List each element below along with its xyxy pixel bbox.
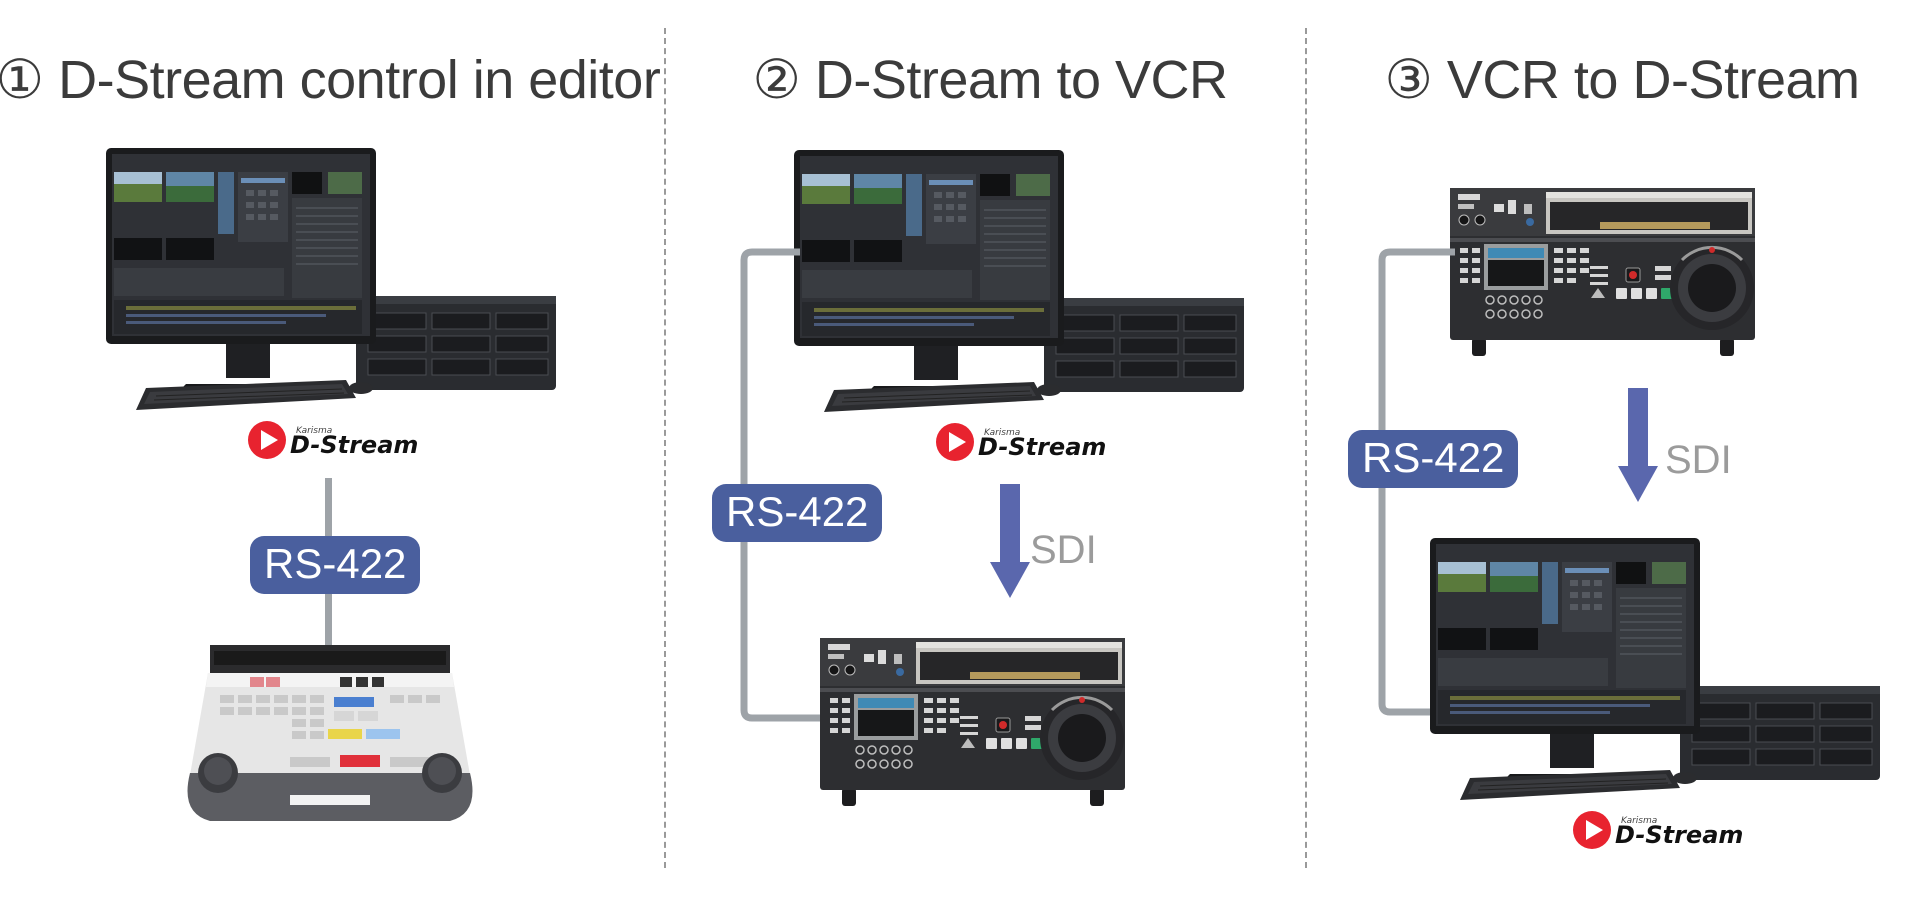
panel-3-title: ③ VCR to D-Stream [1384,50,1861,110]
rs422-badge-1: RS-422 [250,536,421,594]
dstream-logo-1: Karisma D-Stream [248,421,418,459]
editor-workstation-2 [793,149,1245,413]
svg-text:D-Stream: D-Stream [1615,821,1743,849]
svg-text:Karisma: Karisma [984,428,1020,438]
svg-text:D-Stream: D-Stream [978,433,1106,461]
editor-workstation-3 [1429,537,1881,801]
panel-2-title: ② D-Stream to VCR [752,50,1229,110]
sdi-arrow-3-head [1618,466,1658,502]
dstream-logo-2: Karisma D-Stream [936,423,1106,461]
dstream-logo-3: Karisma D-Stream [1573,811,1743,849]
sdi-arrow-3-shaft [1628,388,1648,468]
sdi-label-3: SDI [1665,438,1732,482]
sdi-arrow-2-head [990,562,1030,598]
rs422-badge-3: RS-422 [1348,430,1519,488]
vcr-deck-2 [818,636,1127,808]
sdi-label-2: SDI [1030,528,1097,572]
sdi-arrow-2-shaft [1000,484,1020,564]
divider-1 [664,28,666,868]
remote-controller [187,645,473,821]
divider-2 [1305,28,1307,868]
vcr-deck-3 [1448,186,1757,358]
logo-big-text: D-Stream [290,431,418,459]
panel-1-title: ① D-Stream control in editor [0,50,661,110]
rs422-badge-2: RS-422 [712,484,883,542]
logo-small-text: Karisma [296,426,332,436]
svg-text:Karisma: Karisma [1621,816,1657,826]
editor-workstation-1 [105,147,557,411]
